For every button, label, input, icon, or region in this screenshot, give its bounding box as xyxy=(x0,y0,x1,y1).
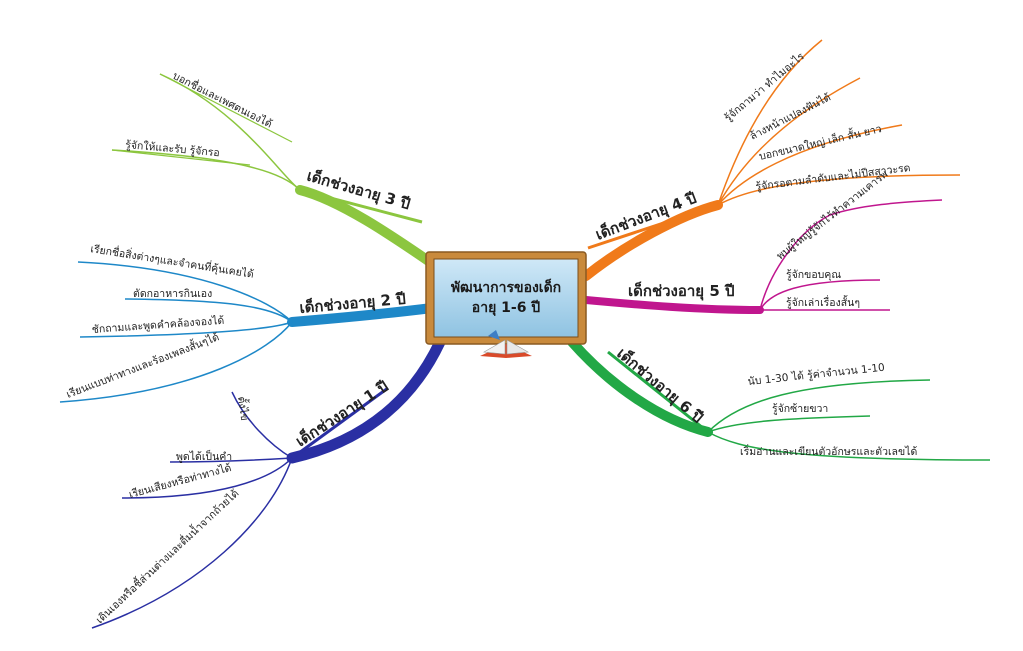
branch-age6-underline xyxy=(607,350,709,434)
age1-item-2: พูดได้เป็นคำ xyxy=(176,449,232,463)
branch-age2-underline xyxy=(291,310,419,324)
branch-age6[interactable]: เด็กช่วงอายุ 6 ปี นับ 1-30 ได้ รู้ค่าจำน… xyxy=(567,337,991,461)
age3-item-1: บอกชื่อและเพศตนเองได้ xyxy=(171,68,275,130)
branch-age4-underline xyxy=(587,203,719,250)
age2-item-1: เรียกชื่อสิ่งต่างๆและจำคนที่คุ้นเคยได้ xyxy=(90,241,255,281)
board-surface xyxy=(433,258,579,338)
branch-age1-underline xyxy=(291,386,389,460)
branch-age1[interactable]: เด็กช่วงอายุ 1 ปี ตั้งไข่ พูดได้เป็นคำ เ… xyxy=(91,336,446,629)
branch-age6-trunk xyxy=(567,337,713,437)
branch-age1-trunk xyxy=(286,336,446,464)
age6-item-1: นับ 1-30 ได้ รู้ค่าจำนวน 1-10 xyxy=(747,361,885,388)
central-title-line1: พัฒนาการของเด็ก xyxy=(451,278,561,296)
age6-item-3: เริ่มอ่านและเขียนตัวอักษรและตัวเลขได้ xyxy=(740,444,917,458)
age6-item-2: รู้จักซ้ายขวา xyxy=(772,403,828,415)
age1-item-1: ตั้งไข่ xyxy=(235,395,252,421)
branch-age3[interactable]: เด็กช่วงอายุ 3 ปี บอกชื่อและเพศตนเองได้ … xyxy=(111,68,435,267)
branch-age3-underline xyxy=(299,188,423,224)
age5-item-2: รู้จักขอบคุณ xyxy=(786,269,841,281)
central-topic[interactable]: พัฒนาการของเด็ก อายุ 1-6 ปี xyxy=(425,251,587,358)
central-title-line2: อายุ 1-6 ปี xyxy=(472,300,541,316)
age5-item-3: รู้จักเล่าเรื่องสั้นๆ xyxy=(786,295,860,309)
age2-item-2: ตัดกอาหารกินเอง xyxy=(133,288,212,300)
open-book-icon xyxy=(480,330,532,358)
branch-age4[interactable]: เด็กช่วงอายุ 4 ปี รู้จักถามว่า ทำไมอะไร … xyxy=(581,39,961,281)
branch-age5-trunk xyxy=(582,296,764,314)
branch-age5-label: เด็กช่วงอายุ 5 ปี xyxy=(628,281,735,301)
age2-item-4: เรียนแบบท่าทางและร้องเพลงสั้นๆได้ xyxy=(64,329,221,400)
branch-age2[interactable]: เด็กช่วงอายุ 2 ปี เรียกชื่อสิ่งต่างๆและจ… xyxy=(59,241,437,403)
